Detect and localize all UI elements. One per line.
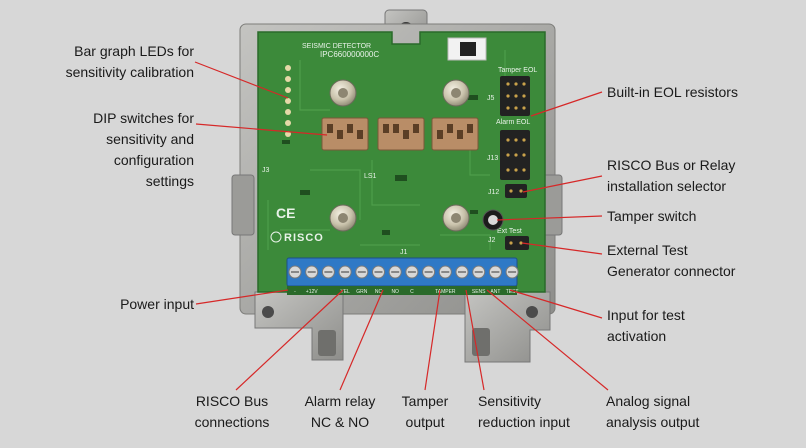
terminal-label: +12V <box>306 289 318 295</box>
label-analog-output: Analog signal analysis output <box>606 393 700 430</box>
silk-ls1: LS1 <box>364 173 377 180</box>
left-side-clip <box>231 174 255 236</box>
bottom-right-slot <box>472 328 490 356</box>
board-screws <box>329 79 470 232</box>
label-test-activation: Input for test activation <box>607 307 685 344</box>
terminal-label: GRN <box>356 289 368 295</box>
pcb: SEISMIC DETECTOR IPC660000000C Tamper EO… <box>257 31 546 293</box>
label-dip-switches: DIP switches for sensitivity and configu… <box>93 110 194 189</box>
pointer-dip-switches <box>195 123 328 136</box>
silk-j2: J2 <box>488 237 496 244</box>
copyright-circle <box>270 231 282 243</box>
dip-switch-banks <box>321 117 479 151</box>
silk-alarm-eol: Alarm EOL <box>496 119 530 126</box>
terminal-label: SENS <box>472 289 486 295</box>
bottom-left-hole <box>262 306 274 318</box>
led-bar-graph <box>285 65 291 137</box>
pointer-eol-resistors <box>530 91 603 117</box>
terminal-label: NO <box>391 289 399 295</box>
terminal-label: ANT <box>490 289 500 295</box>
silk-tamper-eol: Tamper EOL <box>498 67 537 74</box>
pointer-risco-bus <box>235 289 344 391</box>
pointer-power-input <box>195 289 289 305</box>
qr-code <box>460 42 476 56</box>
selector-header <box>505 184 527 198</box>
silk-j1: J1 <box>400 249 408 256</box>
terminal-label: TEST <box>506 289 519 295</box>
pointer-lines <box>194 61 609 391</box>
pointer-bus-relay <box>522 175 603 193</box>
pointer-bar-graph <box>194 61 289 99</box>
label-alarm-relay: Alarm relay NC & NO <box>304 393 376 430</box>
terminal-label: YEL <box>340 289 350 295</box>
ce-mark: CE <box>276 205 295 221</box>
pointer-alarm-relay <box>339 289 384 391</box>
terminal-label: TAMPER <box>435 289 456 295</box>
ext-test-header <box>505 236 529 250</box>
silk-j12: J12 <box>488 189 499 196</box>
silk-model: IPC660000000C <box>320 50 379 59</box>
pointer-tamper-switch <box>496 215 603 221</box>
label-external-test: External Test Generator connector <box>607 242 736 279</box>
bottom-right-hole <box>526 306 538 318</box>
label-bar-graph-leds: Bar graph LEDs for sensitivity calibrati… <box>65 43 194 80</box>
pointer-test-activation <box>509 289 603 319</box>
terminal-screws <box>288 265 519 279</box>
label-bus-relay-selector: RISCO Bus or Relay installation selector <box>607 157 736 194</box>
silk-j5: J5 <box>487 95 495 102</box>
label-eol-resistors: Built-in EOL resistors <box>607 84 738 100</box>
silk-top: SEISMIC DETECTOR <box>302 43 371 50</box>
label-power-input: Power input <box>120 296 194 312</box>
label-tamper-switch: Tamper switch <box>607 208 697 224</box>
pointer-analog-output <box>486 289 609 391</box>
label-tamper-output: Tamper output <box>401 393 449 430</box>
pointer-sensitivity <box>465 289 485 391</box>
pcb-components <box>282 95 478 235</box>
terminal-labels: - +12V YEL GRN NC NO C TAMPER SENS ANT TEST <box>294 289 518 295</box>
risco-brand: RISCO <box>284 232 324 244</box>
label-risco-bus: RISCO Bus connections <box>194 393 270 430</box>
terminal-label: C <box>410 289 414 295</box>
label-sensitivity-reduction: Sensitivity reduction input <box>478 393 570 430</box>
terminal-label: - <box>294 289 296 295</box>
silk-j3: J3 <box>262 167 270 174</box>
silk-j13: J13 <box>487 155 498 162</box>
pointer-tamper-output <box>424 289 441 391</box>
tamper-switch-part <box>482 209 504 231</box>
silk-ext-test: Ext Test <box>497 228 522 235</box>
terminal-label: NC <box>375 289 383 295</box>
bottom-left-slot <box>318 330 336 356</box>
pointer-ext-test <box>521 242 603 255</box>
terminal-block: - +12V YEL GRN NC NO C TAMPER SENS ANT TEST <box>286 257 519 295</box>
terminal-label-strip <box>287 286 517 295</box>
pin-headers <box>500 76 530 250</box>
